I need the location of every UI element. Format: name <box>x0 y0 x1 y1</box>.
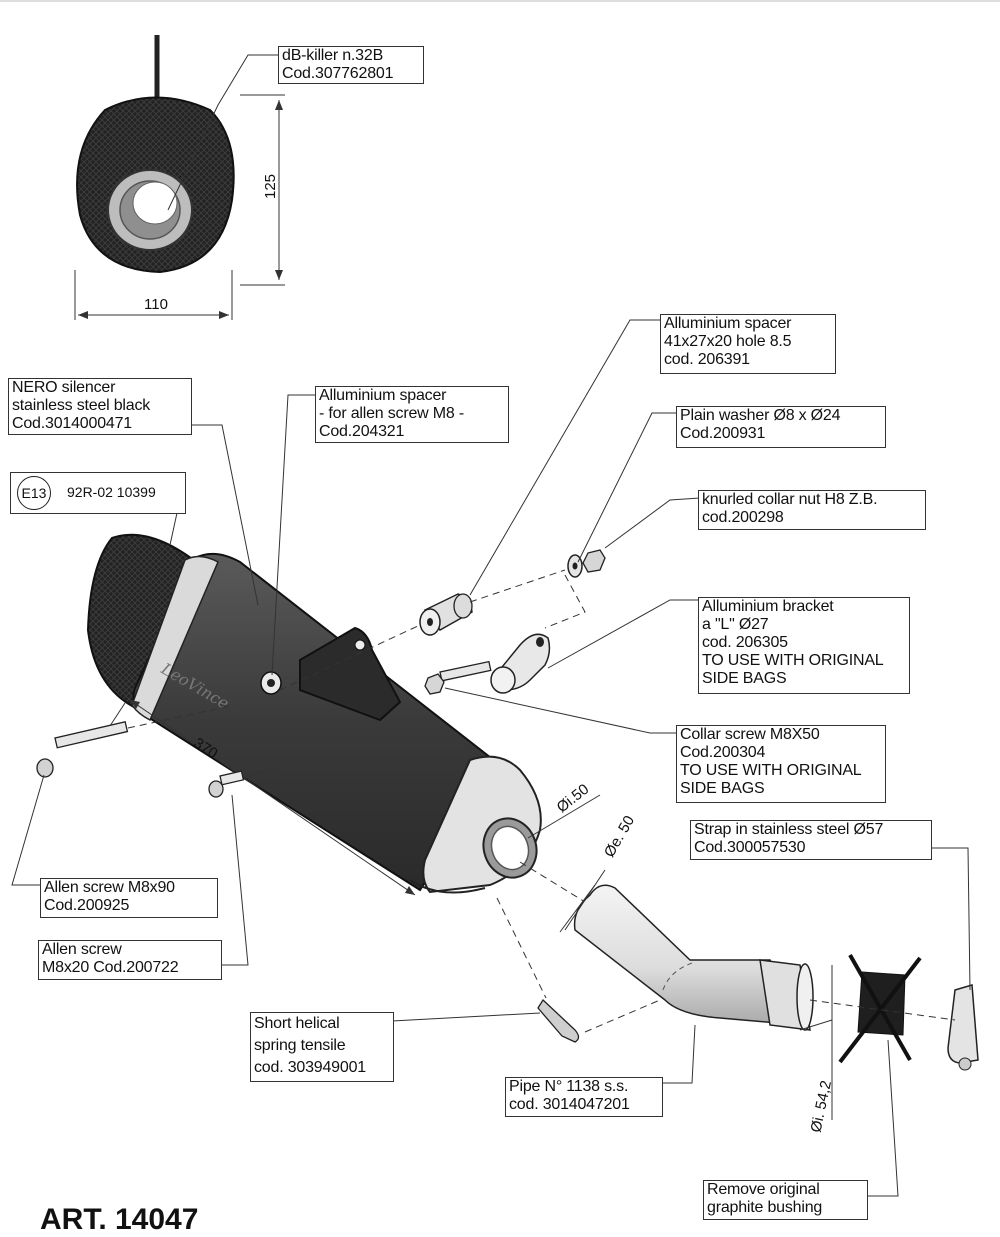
carbon-endcap <box>86 533 202 712</box>
label-link-pipe: Pipe N° 1138 s.s. cod. 3014047201 <box>505 1077 663 1117</box>
link-pipe <box>573 884 802 1026</box>
label-silencer: NERO silencer stainless steel black Cod.… <box>8 378 192 435</box>
collar-nut <box>582 549 606 573</box>
label-helical-spring: Short helical spring tensile cod. 303949… <box>250 1012 394 1082</box>
label-line: Plain washer Ø8 x Ø24 <box>680 407 841 424</box>
label-line: Allen screw <box>42 941 122 958</box>
ece-code: 92R-02 10399 <box>67 484 156 500</box>
label-collar-nut: knurled collar nut H8 Z.B. cod.200298 <box>698 490 926 530</box>
dim-height-125: 125 <box>262 173 280 200</box>
label-line: - for allen screw M8 - <box>319 405 464 422</box>
leader-lines <box>11 319 971 1197</box>
label-line: TO USE WITH ORIGINAL <box>702 652 884 669</box>
label-line: Cod.300057530 <box>694 839 806 856</box>
label-line: SIDE BAGS <box>702 670 787 687</box>
label-line: Strap in stainless steel Ø57 <box>694 821 884 838</box>
stainless-strap <box>947 984 979 1064</box>
label-strap: Strap in stainless steel Ø57 Cod.3000575… <box>690 820 932 860</box>
label-line: NERO silencer <box>12 379 116 396</box>
label-line: SIDE BAGS <box>680 780 765 797</box>
helical-spring <box>537 998 580 1043</box>
label-line: Short helical <box>254 1015 340 1032</box>
label-collar-screw: Collar screw M8X50 Cod.200304 TO USE WIT… <box>676 725 886 803</box>
allen-screw-m8x90 <box>54 721 129 749</box>
label-spacer-allen: Alluminium spacer - for allen screw M8 -… <box>315 386 509 443</box>
label-line: 41x27x20 hole 8.5 <box>664 333 792 350</box>
label-line: cod. 206391 <box>664 351 750 368</box>
label-db-killer: dB-killer n.32B Cod.307762801 <box>278 46 424 84</box>
label-line: TO USE WITH ORIGINAL <box>680 762 862 779</box>
hanger-plate <box>299 626 402 722</box>
allen-screw-m8x20 <box>219 770 245 786</box>
label-line: Cod.3014000471 <box>12 415 132 432</box>
label-line: M8x20 Cod.200722 <box>42 959 179 976</box>
label-line: Cod.200931 <box>680 425 766 442</box>
label-line: dB-killer n.32B <box>282 47 384 64</box>
label-line: graphite bushing <box>707 1199 823 1216</box>
label-line: Allen screw M8x90 <box>44 879 175 896</box>
label-line: Collar screw M8X50 <box>680 726 820 743</box>
label-line: cod. 3014047201 <box>509 1096 630 1113</box>
end-view <box>74 35 285 320</box>
label-line: Alluminium spacer <box>319 387 447 404</box>
silencer-body: LeoVince <box>86 533 542 894</box>
label-line: knurled collar nut H8 Z.B. <box>702 491 878 508</box>
label-line: Pipe N° 1138 s.s. <box>509 1078 629 1095</box>
collar-screw <box>439 660 492 682</box>
label-spacer-41x27x20: Alluminium spacer 41x27x20 hole 8.5 cod.… <box>660 314 836 374</box>
link-pipe-assembly <box>527 794 979 1120</box>
ece-homologation-box: E13 92R-02 10399 <box>10 472 186 514</box>
label-plain-washer: Plain washer Ø8 x Ø24 Cod.200931 <box>676 406 886 448</box>
article-number: ART. 14047 <box>40 1203 199 1236</box>
label-line: cod. 303949001 <box>254 1059 366 1076</box>
dim-width-110: 110 <box>144 296 168 313</box>
label-line: Remove original <box>707 1181 820 1198</box>
label-aluminium-bracket: Alluminium bracket a "L" Ø27 cod. 206305… <box>698 597 910 694</box>
label-line: Cod.204321 <box>319 423 405 440</box>
label-line: a "L" Ø27 <box>702 616 769 633</box>
label-allen-screw-m8x20: Allen screw M8x20 Cod.200722 <box>38 940 222 980</box>
label-line: Cod.307762801 <box>282 65 394 82</box>
label-line: Alluminium bracket <box>702 598 834 615</box>
label-line: Alluminium spacer <box>664 315 792 332</box>
label-line: Cod.200925 <box>44 897 130 914</box>
label-allen-screw-m8x90: Allen screw M8x90 Cod.200925 <box>40 878 218 918</box>
label-line: cod. 206305 <box>702 634 788 651</box>
hardware <box>36 549 661 1043</box>
label-remove-bushing: Remove original graphite bushing <box>703 1180 868 1220</box>
label-line: stainless steel black <box>12 397 151 414</box>
label-line: spring tensile <box>254 1037 346 1054</box>
label-line: Cod.200304 <box>680 744 766 761</box>
label-line: cod.200298 <box>702 509 784 526</box>
ece-circle-mark: E13 <box>17 476 51 510</box>
silencer-shell <box>132 552 502 892</box>
